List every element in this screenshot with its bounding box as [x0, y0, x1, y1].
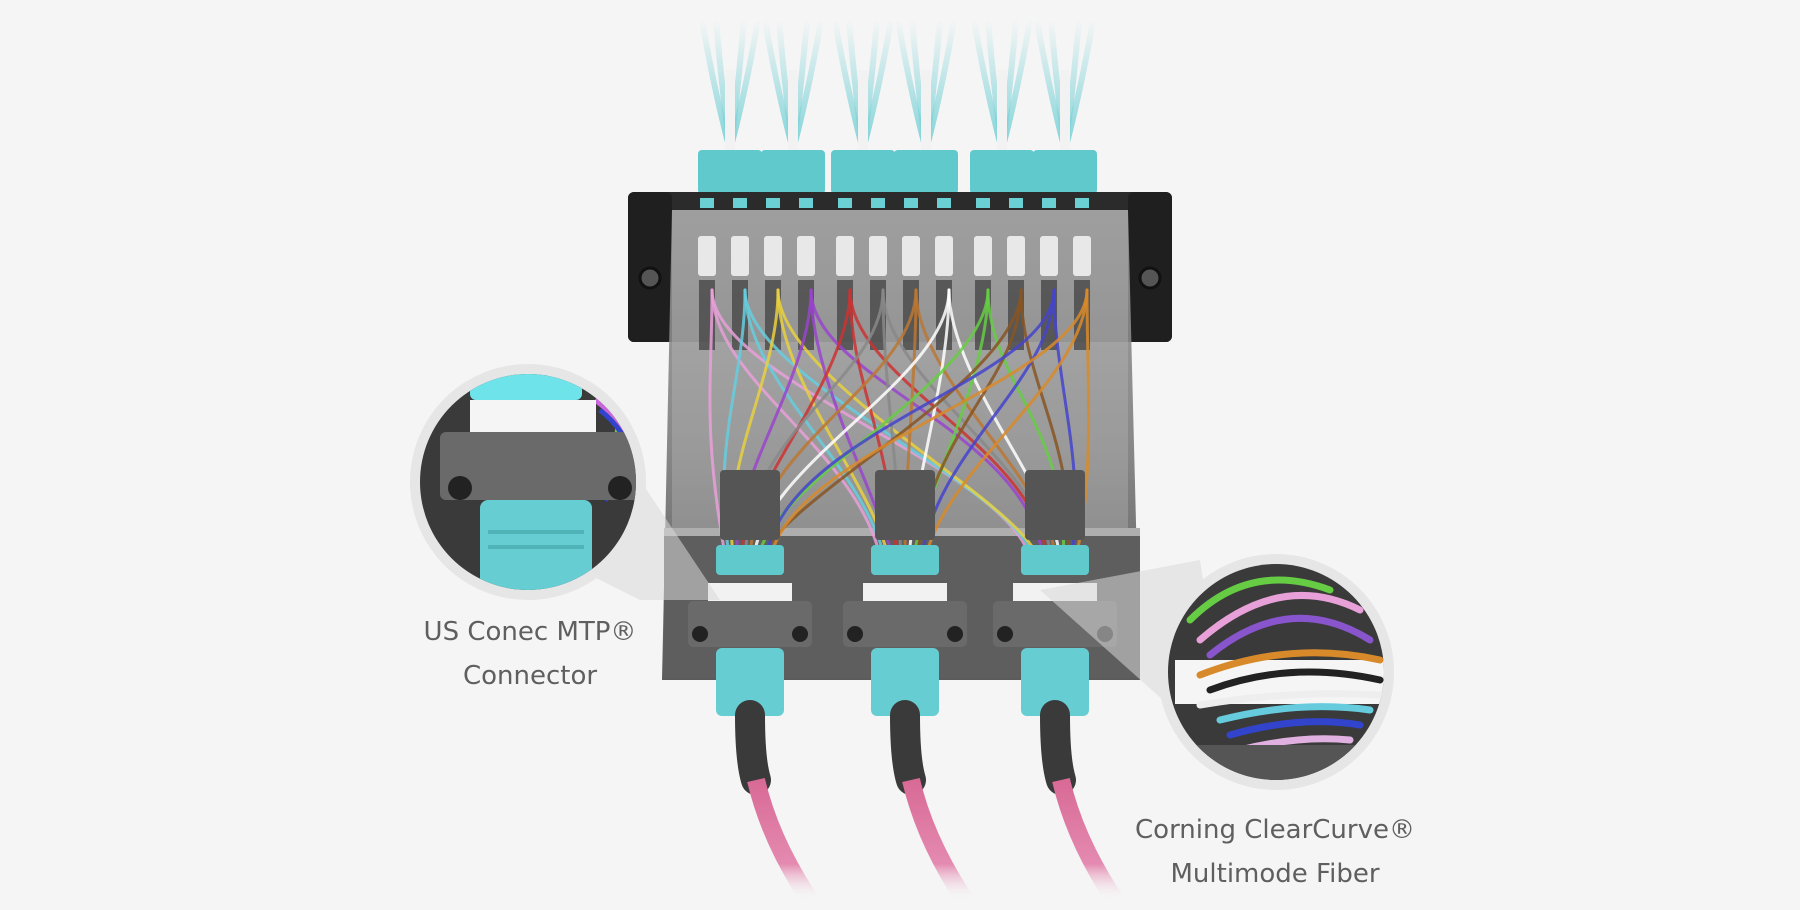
colored-fiber	[743, 288, 887, 562]
lc-port	[904, 198, 918, 208]
trunk-cables	[735, 700, 1123, 905]
lc-port	[700, 198, 714, 208]
colored-fiber	[710, 288, 883, 562]
trunk-cable	[1052, 777, 1123, 905]
trunk-cable	[902, 777, 973, 905]
lc-port	[838, 198, 852, 208]
zoom-circle-multimode-fiber	[1158, 554, 1394, 790]
label-multimode-fiber-line1: Corning ClearCurve®	[1135, 815, 1415, 845]
mtp-latch	[708, 583, 792, 601]
lc-boot	[974, 236, 992, 276]
lc-boot	[935, 236, 953, 276]
adapter-screw	[847, 626, 863, 642]
lc-port	[1009, 198, 1023, 208]
fiber-boot	[997, 70, 1007, 150]
lc-quad-connector	[970, 150, 1034, 194]
label-multimode-fiber: Corning ClearCurve® Multimode Fiber	[1110, 808, 1440, 896]
mtp-connector-housing	[871, 648, 939, 716]
screw-icon	[638, 266, 662, 290]
lc-boot	[1073, 236, 1091, 276]
fiber-boot	[1060, 70, 1070, 150]
lc-boot	[764, 236, 782, 276]
trunk-cable	[747, 777, 818, 905]
colored-fiber	[708, 288, 728, 562]
mtp-connector-housing	[716, 648, 784, 716]
fiber-boot	[921, 70, 931, 150]
screw-icon	[1138, 266, 1162, 290]
lc-port	[1042, 198, 1056, 208]
mtp-key	[1021, 545, 1089, 575]
lc-boot	[869, 236, 887, 276]
lc-port	[799, 198, 813, 208]
colored-fiber	[768, 288, 1089, 562]
lc-port	[937, 198, 951, 208]
adapter-screw	[997, 626, 1013, 642]
lc-port	[976, 198, 990, 208]
mtp-latch	[863, 583, 947, 601]
label-mtp-connector-line2: Connector	[462, 661, 598, 691]
fiber-boot	[788, 70, 798, 150]
lc-port	[733, 198, 747, 208]
mtp-boot-internal	[720, 470, 780, 540]
lc-quad-connector	[831, 150, 895, 194]
aqua-fiber-bundles	[698, 19, 1097, 194]
lc-quad-connector	[761, 150, 825, 194]
lc-boot	[698, 236, 716, 276]
trunk-boot	[890, 700, 926, 795]
lc-boot	[1040, 236, 1058, 276]
adapter-screw	[692, 626, 708, 642]
mtp-key	[871, 545, 939, 575]
colored-fiber	[923, 288, 1089, 562]
adapter-screw	[792, 626, 808, 642]
mtp-connector-housing	[1021, 648, 1089, 716]
trunk-boot	[1040, 700, 1076, 795]
lc-boot	[797, 236, 815, 276]
lc-quad-connector	[1033, 150, 1097, 194]
label-mtp-connector: US Conec MTP® Connector	[380, 610, 680, 698]
mtp-boot-internal	[1025, 470, 1085, 540]
mtp-connectors	[688, 470, 1117, 716]
lc-port	[871, 198, 885, 208]
label-multimode-fiber-line2: Multimode Fiber	[1170, 859, 1380, 889]
fiber-boot	[725, 70, 735, 150]
lc-port	[1075, 198, 1089, 208]
lc-boot	[836, 236, 854, 276]
mtp-key	[716, 545, 784, 575]
lc-port	[766, 198, 780, 208]
lc-boot	[1007, 236, 1025, 276]
mtp-boot-internal	[875, 470, 935, 540]
lc-boot	[902, 236, 920, 276]
colored-fiber	[764, 288, 1056, 562]
lc-quad-connector	[894, 150, 958, 194]
mtp-adapter	[688, 601, 812, 647]
zoom-circle-mtp-connector	[410, 364, 646, 600]
trunk-boot	[735, 700, 771, 795]
adapter-screw	[947, 626, 963, 642]
lc-boot	[731, 236, 749, 276]
mtp-adapter	[843, 601, 967, 647]
fiber-boot	[858, 70, 868, 150]
lc-quad-connector	[698, 150, 762, 194]
label-mtp-connector-line1: US Conec MTP®	[423, 617, 637, 647]
